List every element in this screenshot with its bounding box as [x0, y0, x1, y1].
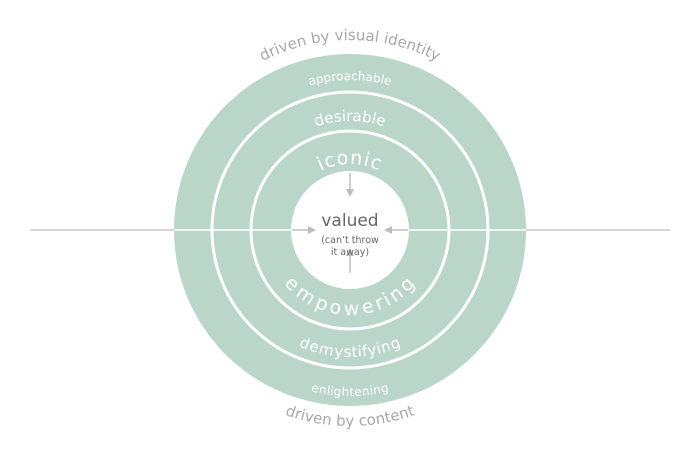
- center-subtitle-line1: (can’t throw: [321, 235, 379, 246]
- center-title: valued: [321, 211, 378, 231]
- outer-ring-top-label: approachable: [307, 69, 393, 88]
- center-circle: [291, 171, 409, 289]
- center-subtitle-line2: it away): [331, 247, 369, 258]
- middle-ring-top-label: desirable: [312, 107, 388, 130]
